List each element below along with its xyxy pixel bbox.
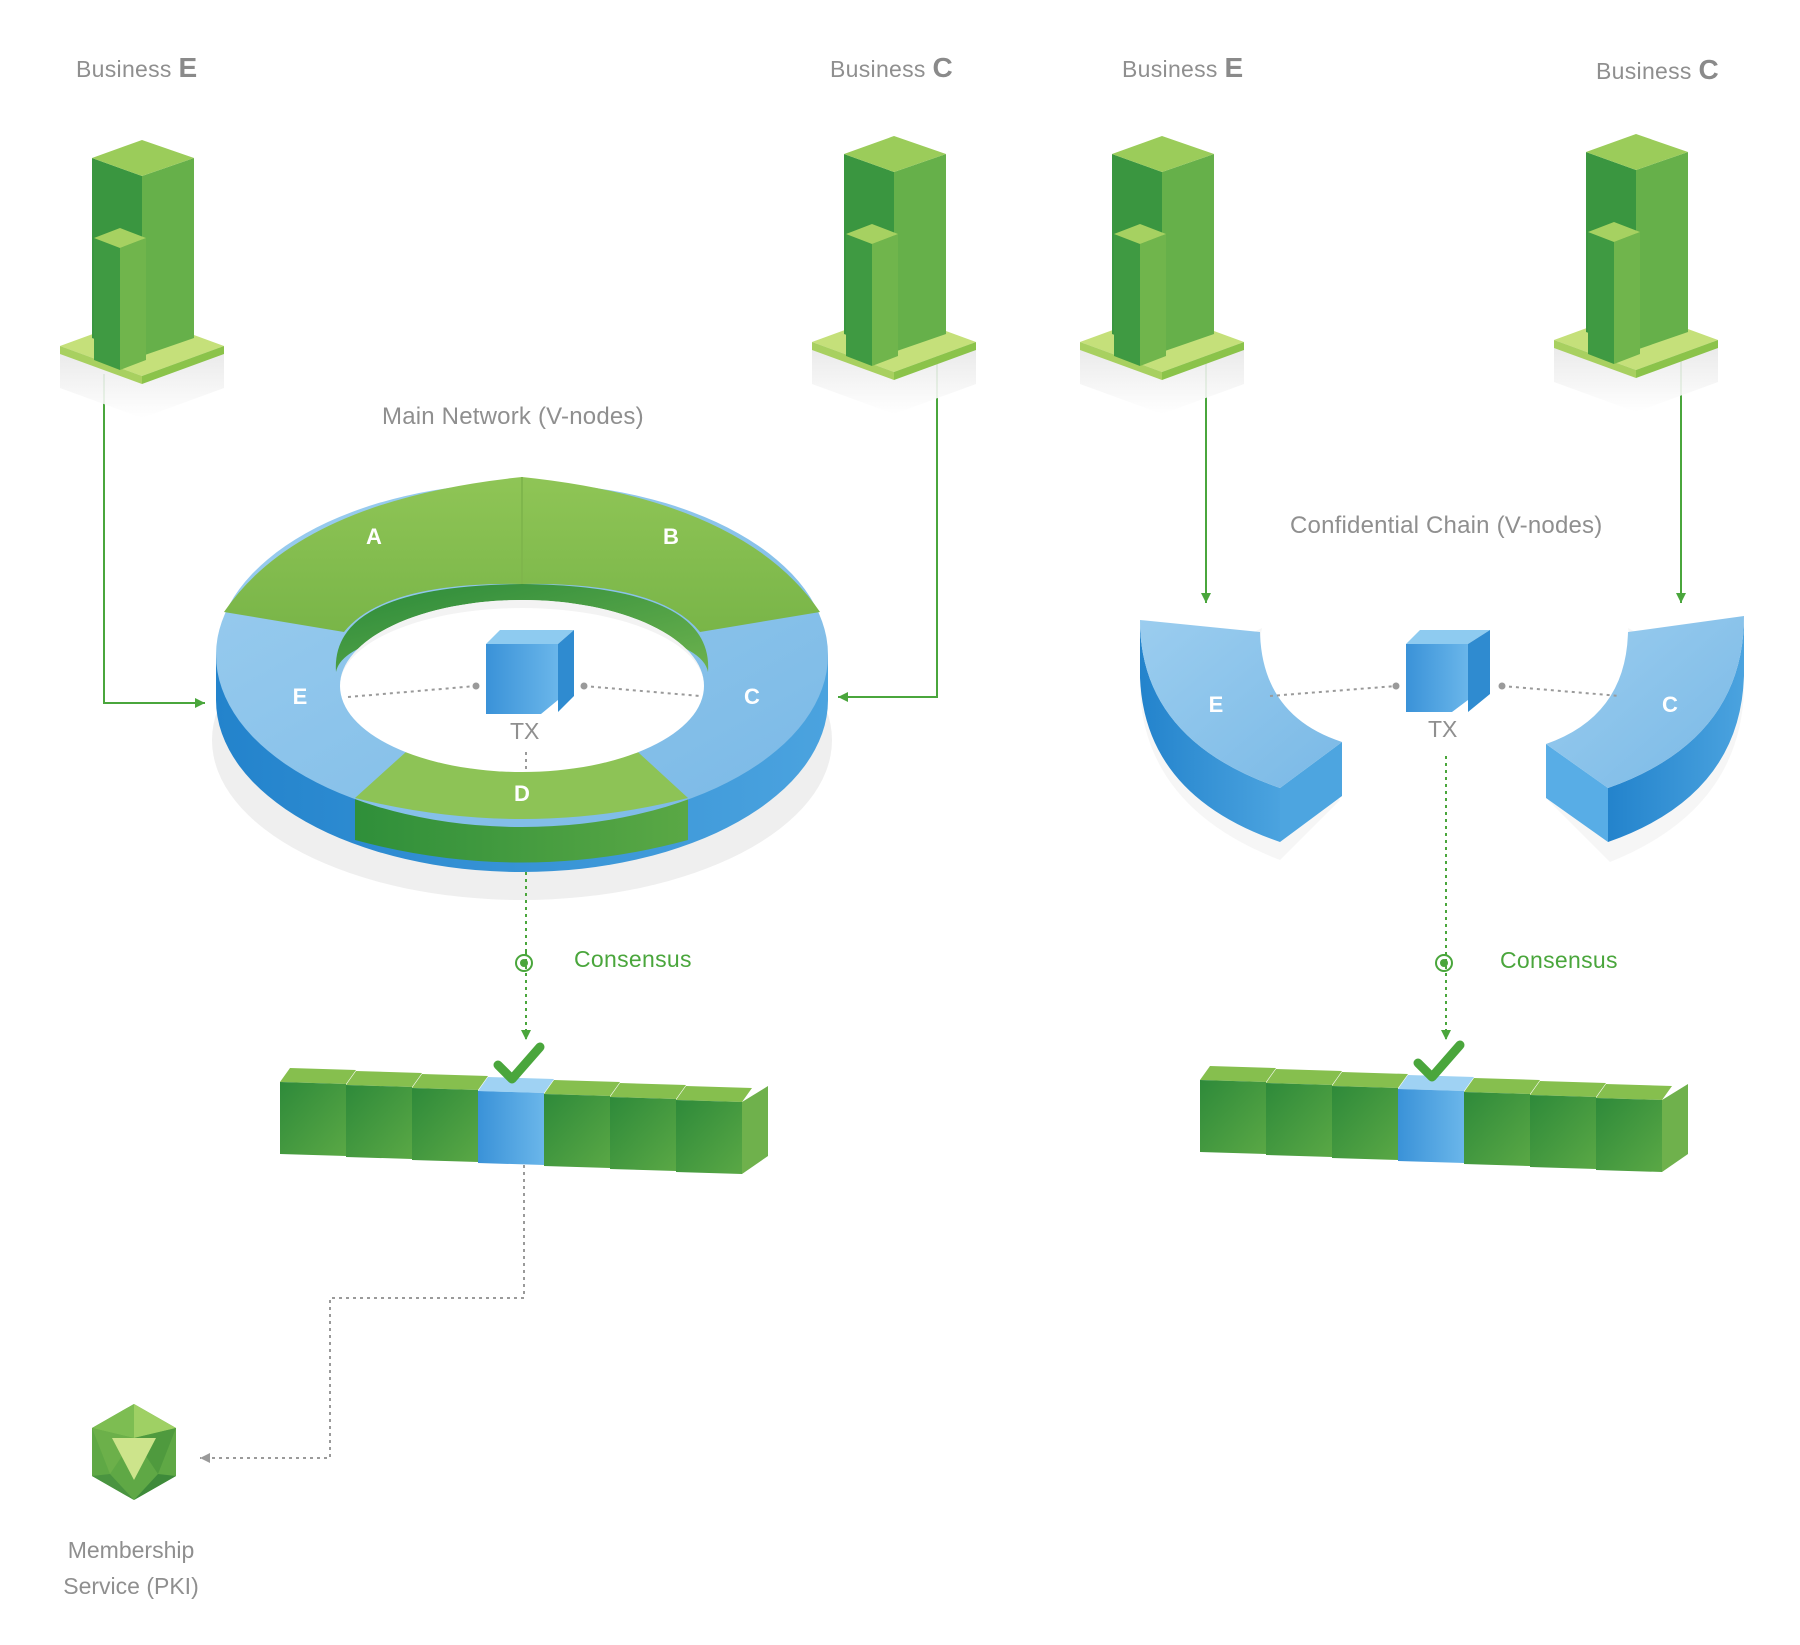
blockchains (280, 1040, 1688, 1174)
main-chain-block-3 (412, 1074, 488, 1162)
confidential-chain-block-7 (1596, 1084, 1688, 1172)
confidential-chain-block-5 (1464, 1078, 1540, 1166)
main-chain-block-5 (544, 1080, 620, 1168)
main-chain-block-1 (280, 1068, 356, 1156)
segment-label-d: D (514, 781, 530, 806)
segment-label-a: A (366, 524, 382, 549)
segment-label-confidential-c: C (1662, 692, 1678, 717)
main-chain-check-icon (493, 1042, 545, 1084)
connector-membership (200, 1165, 525, 1463)
segment-label-c: C (744, 684, 760, 709)
confidential-chain-block-1 (1200, 1066, 1276, 1154)
confidential-chain-check-icon (1413, 1040, 1465, 1082)
building-icon-business-e-right (1080, 136, 1244, 414)
membership-line-2: Service (PKI) (63, 1573, 199, 1599)
membership-line-1: Membership (67, 1537, 195, 1563)
connector-business-e-main (103, 374, 205, 708)
consensus-node-icon-main (515, 954, 533, 972)
consensus-label-main: Consensus (574, 946, 692, 972)
building-icon-business-e-left (60, 140, 224, 418)
business-e-label-right: Business E (1122, 52, 1244, 83)
consensus-label-confidential: Consensus (1500, 947, 1618, 973)
building-icon-business-c-left (812, 136, 976, 414)
business-e-label-left: Business E (76, 52, 198, 83)
main-chain-block-6 (610, 1083, 686, 1171)
confidential-chain-title: Confidential Chain (V-nodes) (1290, 512, 1603, 539)
main-network-ring: A B C D E (212, 477, 832, 900)
tx-label-main: TX (510, 718, 540, 744)
segment-label-b: B (663, 524, 679, 549)
business-c-label-left: Business C (830, 52, 953, 83)
main-network-title: Main Network (V-nodes) (382, 403, 644, 430)
connector-business-c-main (838, 356, 938, 702)
tx-label-confidential: TX (1428, 716, 1458, 742)
confidential-segment-c: C (1546, 616, 1744, 862)
main-chain-block-4 (478, 1077, 554, 1165)
confidential-chain-block-2 (1266, 1069, 1342, 1157)
tx-cube-confidential (1406, 630, 1490, 712)
business-c-label-right: Business C (1596, 54, 1719, 85)
main-chain-block-7 (676, 1086, 768, 1174)
confidential-segment-e: E (1140, 620, 1342, 860)
main-chain-block-2 (346, 1071, 422, 1159)
segment-label-e: E (293, 684, 308, 709)
confidential-chain-block-4 (1398, 1075, 1474, 1163)
consensus-node-icon-confidential (1435, 954, 1453, 972)
confidential-chain-block-6 (1530, 1081, 1606, 1169)
segment-label-confidential-e: E (1209, 692, 1224, 717)
membership-service-label: Membership Service (PKI) (36, 1532, 226, 1604)
building-icon-business-c-right (1554, 134, 1718, 412)
confidential-chain-block-3 (1332, 1072, 1408, 1160)
tx-cube-main (486, 630, 574, 714)
membership-service-icon (92, 1404, 176, 1500)
